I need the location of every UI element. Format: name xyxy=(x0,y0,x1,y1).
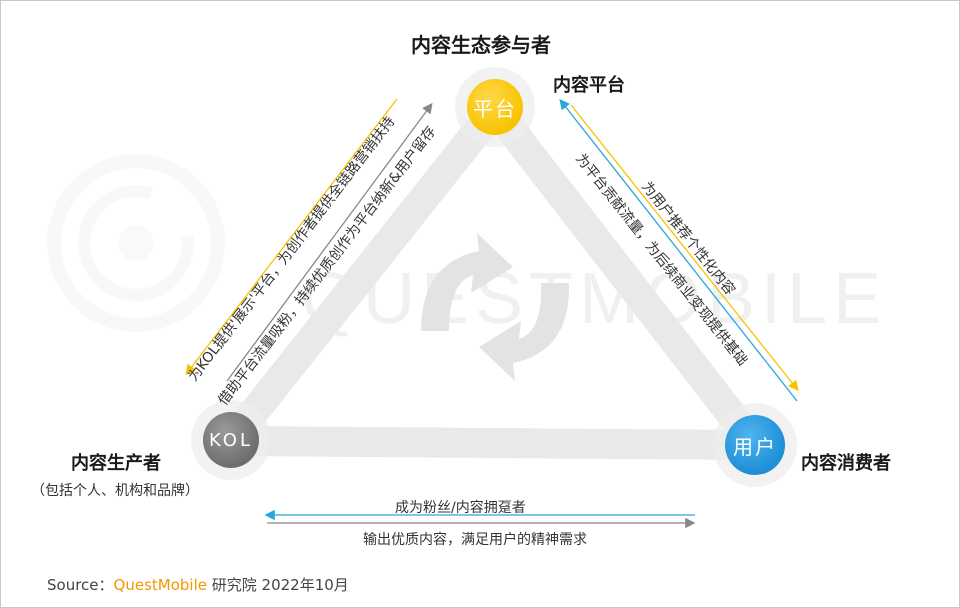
kol-sublabel: （包括个人、机构和品牌） xyxy=(31,483,199,499)
ecosystem-triangle xyxy=(216,94,770,460)
flow-consumer-to-kol-text: 成为粉丝/内容拥趸者 xyxy=(395,500,526,516)
watermark-logo-icon xyxy=(47,154,225,332)
source-brand: QuestMobile xyxy=(113,576,207,594)
platform-node: 平台 xyxy=(467,79,523,135)
source-note: Source：QuestMobile 研究院 2022年10月 xyxy=(47,574,349,595)
arrow-consumer-to-platform xyxy=(559,98,798,402)
flow-kol-to-consumer-text: 输出优质内容，满足用户的精神需求 xyxy=(363,532,587,548)
source-suffix: 研究院 2022年10月 xyxy=(206,576,349,594)
arrow-platform-to-consumer xyxy=(570,104,799,392)
kol-node: KOL xyxy=(203,412,259,468)
consumer-node: 用户 xyxy=(725,415,785,475)
arrow-kol-to-platform xyxy=(226,102,433,382)
recycle-arrows-icon xyxy=(421,233,570,381)
platform-label: 内容平台 xyxy=(553,75,625,96)
watermark-text: QUESTMOBILE xyxy=(301,259,887,339)
kol-label: 内容生产者 xyxy=(71,453,161,474)
arrow-platform-to-kol xyxy=(185,98,398,376)
diagram-title: 内容生态参与者 xyxy=(411,33,551,57)
source-prefix: Source： xyxy=(47,576,114,594)
consumer-label: 内容消费者 xyxy=(801,453,891,474)
